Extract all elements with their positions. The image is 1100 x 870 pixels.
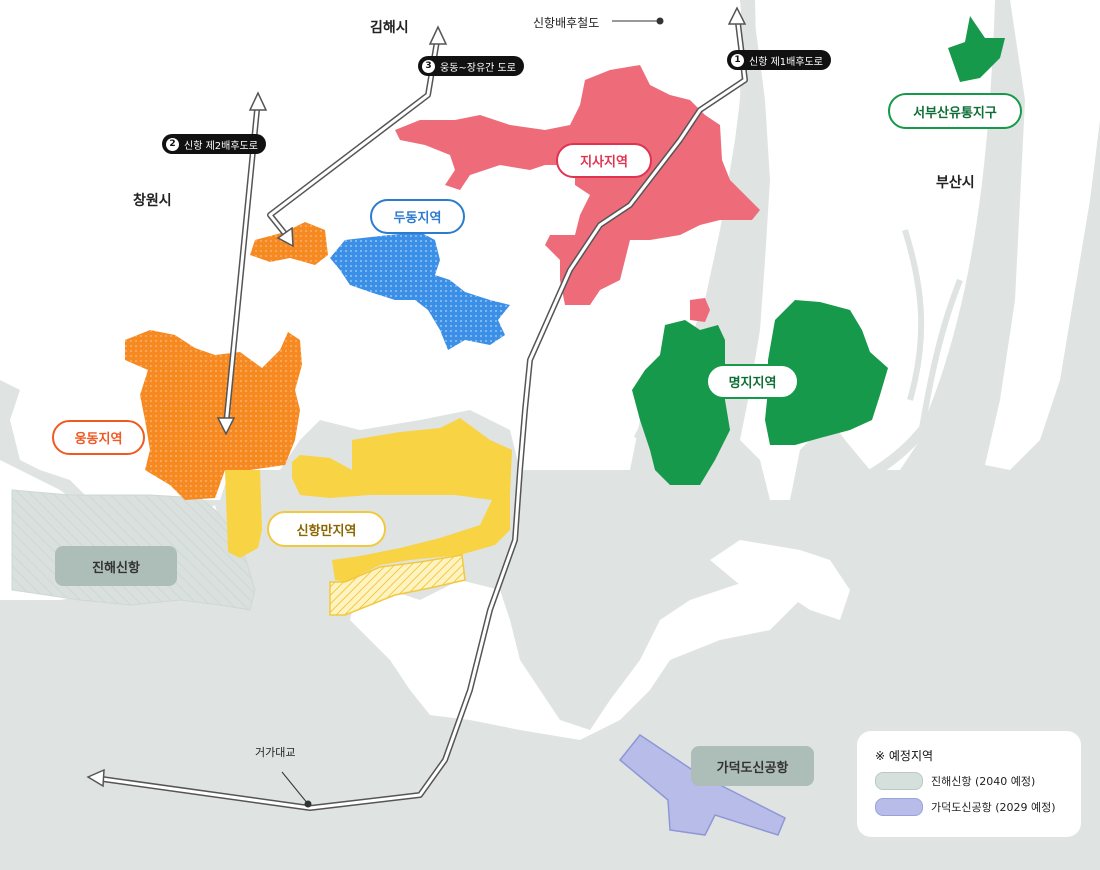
legend-swatch-jinhae <box>875 772 923 790</box>
road1-tag: 1 신항 제1배후도로 <box>727 50 831 70</box>
legend-item-jinhae: 진해신항 (2040 예정) <box>875 772 1063 790</box>
road2-arrowhead-bottom <box>216 417 236 436</box>
dudong-area <box>330 232 510 350</box>
land-south-islands <box>710 540 850 620</box>
sinhangman-hatched <box>329 554 466 616</box>
area-label-myeongji[interactable]: 명지지역 <box>706 364 799 399</box>
myeongji-area-west <box>632 320 730 485</box>
rail-marker <box>656 17 664 25</box>
rail-label: 신항배후철도 <box>533 16 600 30</box>
legend-label-gadeok: 가덕도신공항 (2029 예정) <box>931 801 1056 814</box>
road3-tag: 3 웅동~장유간 도로 <box>418 56 524 76</box>
label-gadeok-airport[interactable]: 가덕도신공항 <box>691 746 814 786</box>
road1-number: 1 <box>731 53 744 67</box>
road3-number: 3 <box>422 59 435 73</box>
road2-line-inner <box>224 99 260 426</box>
legend: ※ 예정지역 진해신항 (2040 예정) 가덕도신공항 (2029 예정) <box>857 731 1081 837</box>
road2-label: 신항 제2배후도로 <box>184 140 258 152</box>
legend-label-jinhae: 진해신항 (2040 예정) <box>931 775 1036 788</box>
bridge-arrowhead <box>86 768 105 788</box>
area-label-seobusan[interactable]: 서부산유통지구 <box>888 93 1022 129</box>
road1-line-inner <box>94 14 747 810</box>
sinhangman-west-strip <box>225 470 262 558</box>
land-east-strip <box>985 0 1100 470</box>
label-jinhae-new-port[interactable]: 진해신항 <box>55 546 177 586</box>
road1-label: 신항 제1배후도로 <box>749 56 823 68</box>
bridge-label: 거가대교 <box>255 746 296 759</box>
land-south-center <box>350 575 800 740</box>
legend-title: ※ 예정지역 <box>875 749 934 763</box>
road3-arrowhead-bottom <box>276 226 294 248</box>
city-changwon: 창원시 <box>133 193 172 209</box>
road3-arrowhead-top <box>428 25 448 45</box>
area-label-dudong[interactable]: 두동지역 <box>370 199 465 234</box>
river-3 <box>902 229 925 401</box>
legend-item-gadeok: 가덕도신공항 (2029 예정) <box>875 798 1063 816</box>
seobusan-marker <box>948 16 1005 82</box>
legend-swatch-gadeok <box>875 798 923 816</box>
road1-arrowhead <box>727 6 747 25</box>
area-label-sinhangman[interactable]: 신항만지역 <box>267 511 386 547</box>
river-4 <box>917 278 963 441</box>
city-gimhae: 김해시 <box>370 20 409 36</box>
road2-number: 2 <box>166 137 179 151</box>
city-busan: 부산시 <box>936 175 975 191</box>
sinhangman-area <box>292 418 512 582</box>
myeongji-area-east <box>765 300 888 445</box>
bridge-leader <box>281 771 309 805</box>
area-label-ungdong[interactable]: 웅동지역 <box>52 420 145 455</box>
road3-label: 웅동~장유간 도로 <box>440 62 516 74</box>
area-label-jisa[interactable]: 지사지역 <box>556 143 652 178</box>
jisa-small-patch <box>690 298 710 322</box>
jisa-area <box>395 65 760 305</box>
road2-arrowhead-top <box>248 91 268 111</box>
ungdong-area <box>125 330 302 500</box>
road2-tag: 2 신항 제2배후도로 <box>162 134 266 154</box>
